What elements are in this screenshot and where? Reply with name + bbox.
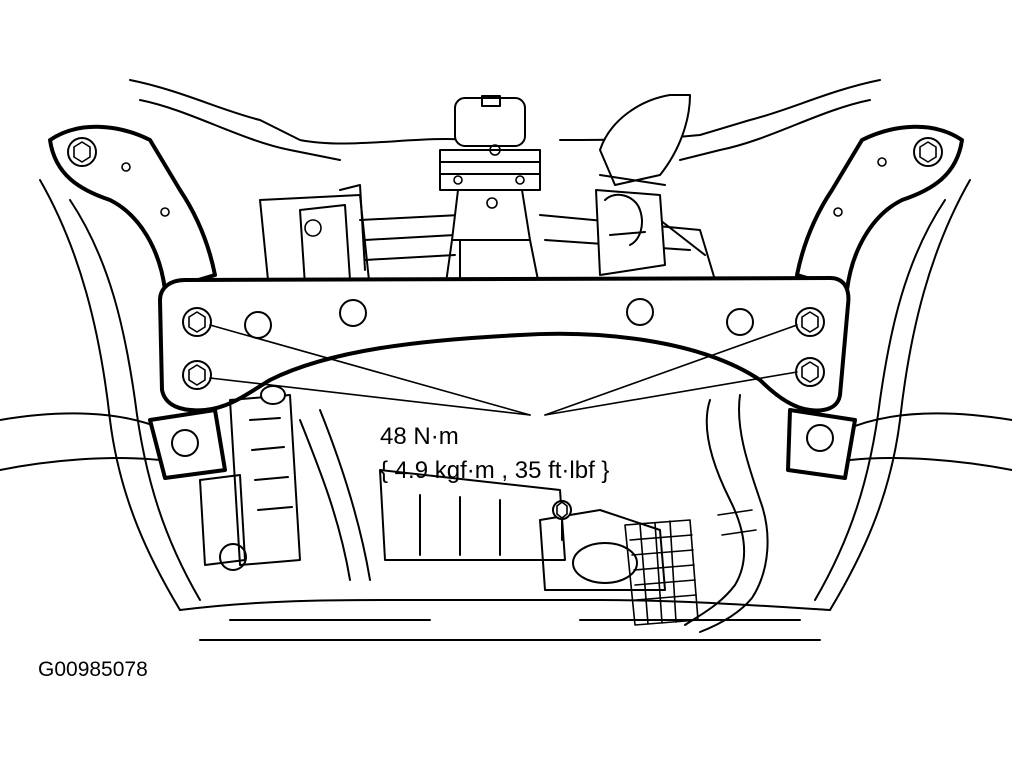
lower-mount-right: [786, 408, 857, 480]
oil-pan-grid: [624, 519, 699, 626]
lower-components: [199, 385, 666, 591]
crossmember-bolts: [182, 307, 825, 390]
figure-id: G00985078: [38, 658, 148, 681]
exhaust-pipe: [595, 94, 691, 276]
bolt-icon: [795, 307, 825, 337]
bolt-icon: [182, 307, 212, 337]
torque-conversion: { 4.9 kgf·m , 35 ft·lbf }: [380, 457, 610, 484]
driveshaft-coupling: [439, 95, 541, 291]
crossmember: [158, 276, 851, 413]
torque-callout: 48 N·m { 4.9 kgf·m , 35 ft·lbf }: [380, 420, 609, 488]
bolt-icon: [795, 357, 825, 387]
vehicle-body-outline: [0, 79, 1012, 641]
lower-mount-left: [148, 408, 227, 480]
torque-leader-lines: [209, 324, 798, 416]
bolt-icon: [182, 360, 212, 390]
subframe-arm-left: [48, 124, 217, 292]
drain-plug-icon: [572, 542, 638, 584]
subframe-arm-right: [795, 124, 964, 292]
torque-value: 48 N·m: [380, 423, 459, 450]
coolant-hose: [684, 394, 769, 633]
